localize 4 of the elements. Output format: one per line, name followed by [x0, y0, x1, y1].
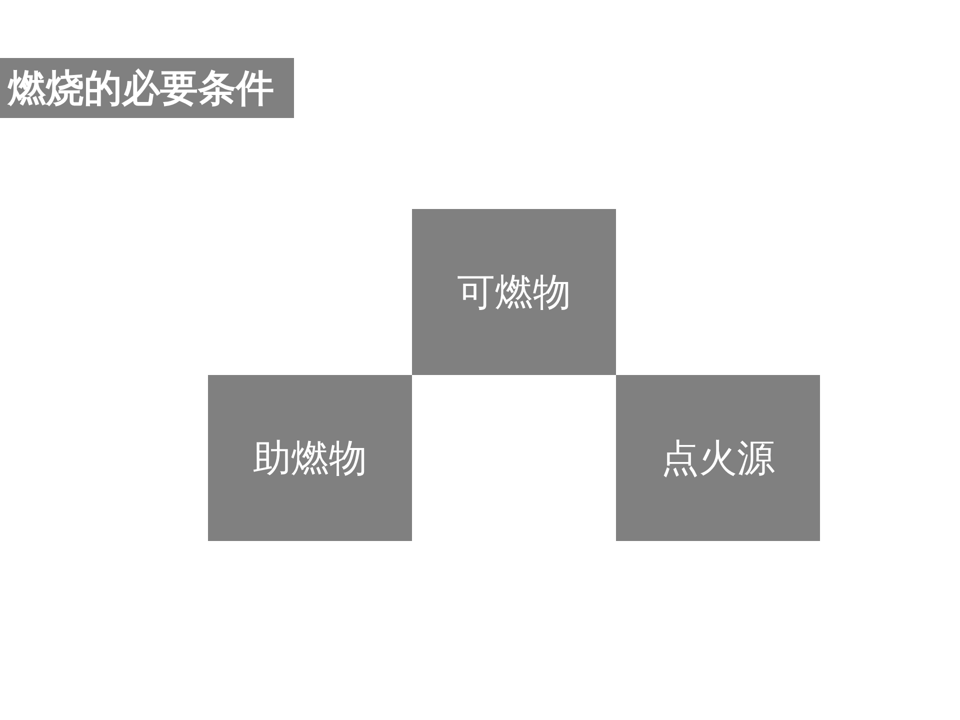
condition-box: 点火源	[616, 375, 820, 541]
title-banner: 燃烧的必要条件	[0, 58, 294, 118]
condition-box: 可燃物	[412, 209, 616, 375]
condition-box: 助燃物	[208, 375, 412, 541]
